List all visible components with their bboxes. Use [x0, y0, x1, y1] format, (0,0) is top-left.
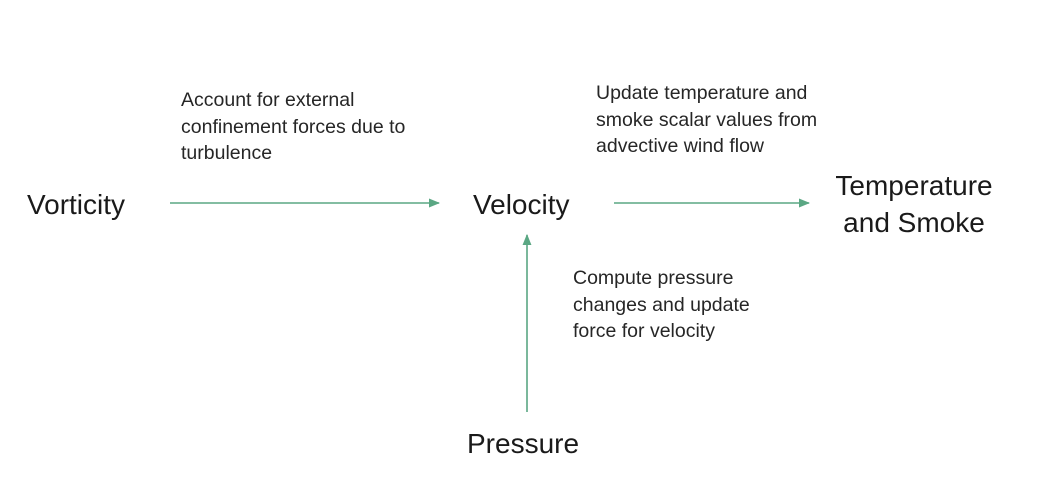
node-vorticity: Vorticity: [27, 189, 126, 220]
node-velocity: Velocity: [473, 189, 570, 220]
note-vorticity-to-velocity: Account for external confinement forces …: [181, 89, 406, 164]
node-pressure: Pressure: [467, 428, 580, 459]
node-temperature-smoke: Temperature and Smoke: [826, 167, 1002, 241]
node-temperature-smoke-line2: and Smoke: [843, 207, 985, 238]
note-pressure-to-velocity: Compute pressure changes and update forc…: [573, 267, 750, 342]
note-velocity-to-temperature: Update temperature and smoke scalar valu…: [596, 82, 818, 157]
node-temperature-smoke-line1: Temperature: [835, 170, 993, 201]
